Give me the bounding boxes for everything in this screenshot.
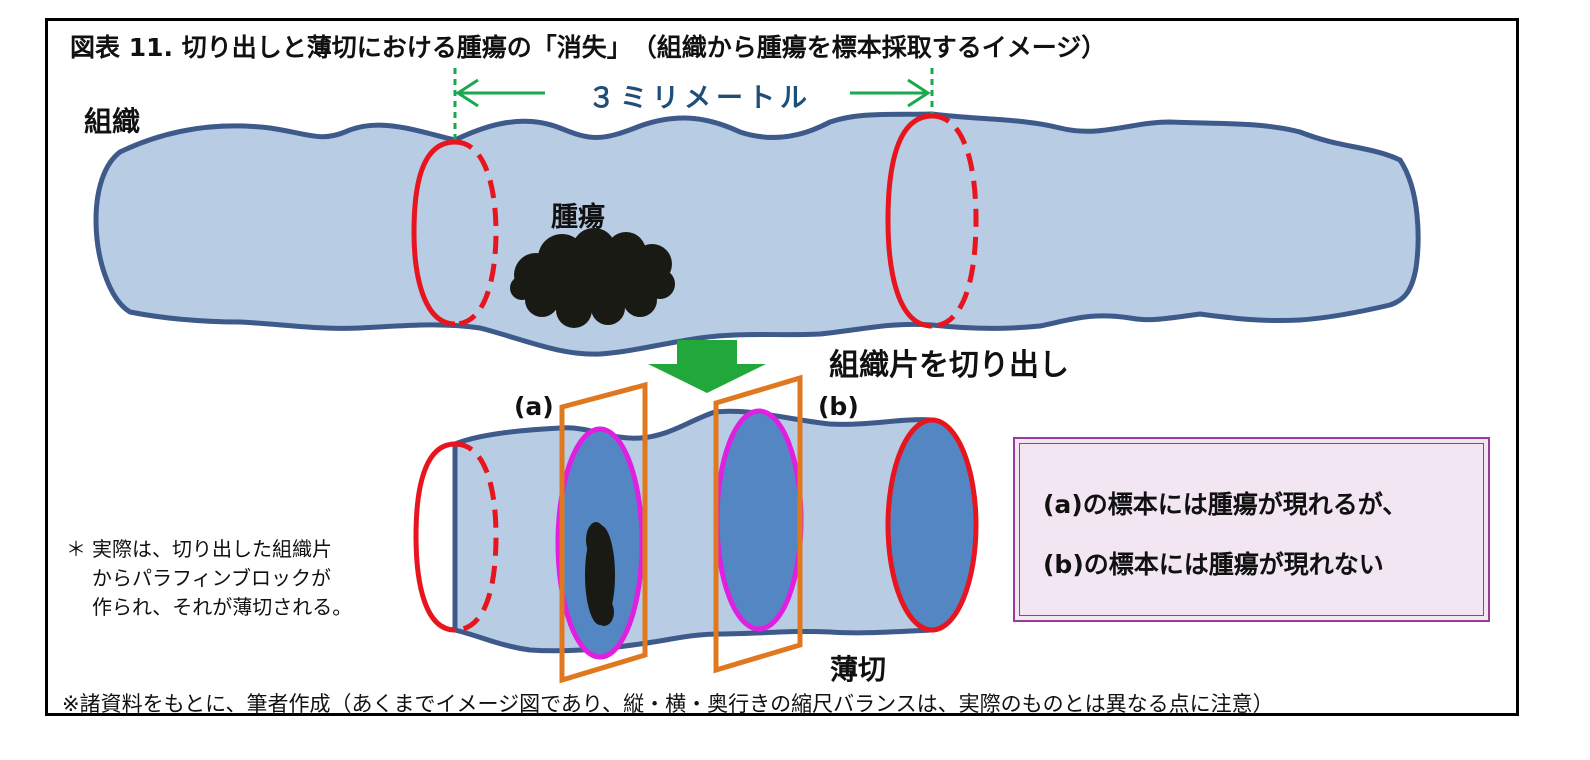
measure-arrow-right — [850, 78, 931, 108]
tissue-label: 組織 — [84, 105, 141, 138]
asterisk-mark: ＊ — [66, 537, 86, 561]
footnote-text-1: 実際は、切り出した組織片 — [92, 537, 332, 561]
footnote-block: ＊実際は、切り出した組織片 からパラフィンブロックが 作られ、それが薄切される。 — [66, 535, 352, 622]
down-arrow-icon — [648, 340, 766, 393]
cut-ring-right — [885, 113, 979, 329]
tissue-segment — [452, 408, 935, 654]
excise-label: 組織片を切り出し — [829, 348, 1069, 383]
measure-label: ３ミリメートル — [588, 83, 812, 114]
figure-title: 図表 11. 切り出しと薄切における腫瘍の「消失」 （組織から腫瘍を標本採取する… — [70, 33, 1107, 62]
segment-cut-ring-left — [413, 441, 499, 633]
tumor-mass — [510, 228, 675, 328]
footnote-line-2: からパラフィンブロックが — [92, 566, 331, 590]
section-a-frame — [559, 381, 648, 684]
footnote-line-1: ＊実際は、切り出した組織片 — [66, 535, 352, 564]
section-b-label: (b) — [818, 392, 859, 421]
cut-ring-left — [411, 139, 499, 327]
section-b-face — [714, 408, 804, 632]
tissue-body — [93, 111, 1421, 357]
segment-end-face — [885, 417, 979, 633]
tumor-label: 腫瘍 — [551, 202, 605, 233]
section-b-frame — [713, 374, 803, 674]
footnote-line-3: 作られ、それが薄切される。 — [92, 595, 353, 619]
callout-line-2: (b)の標本には腫瘍が現れない — [1043, 550, 1384, 579]
section-a-tumor — [585, 522, 615, 626]
section-a-label: (a) — [514, 392, 554, 421]
measure-arrow-left — [455, 78, 545, 108]
source-note: ※諸資料をもとに、筆者作成（あくまでイメージ図であり、縦・横・奥行きの縮尺バラン… — [62, 692, 1274, 716]
callout-box: (a)の標本には腫瘍が現れるが、 (b)の標本には腫瘍が現れない — [1013, 437, 1490, 622]
slice-label: 薄切 — [830, 653, 887, 686]
callout-line-1: (a)の標本には腫瘍が現れるが、 — [1043, 490, 1408, 519]
